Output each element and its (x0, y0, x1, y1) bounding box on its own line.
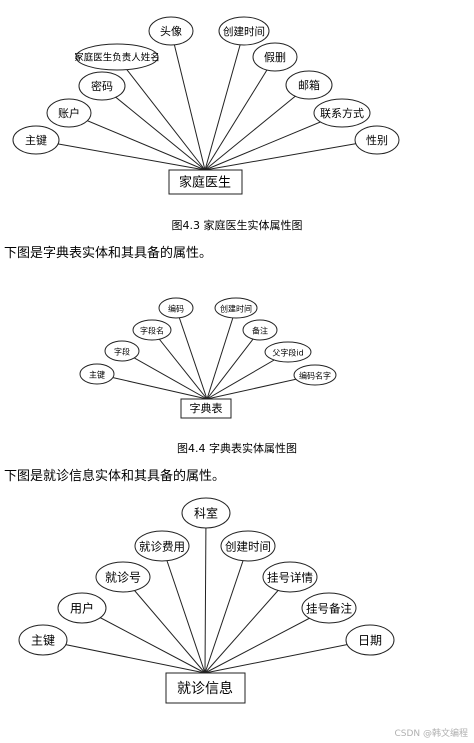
edge-line (122, 576, 206, 674)
edge-line (170, 30, 206, 171)
attribute-label: 账户 (58, 106, 80, 120)
attribute-label: 邮箱 (298, 78, 320, 92)
edge-line (204, 576, 291, 674)
attribute-node: 创建时间 (220, 530, 276, 562)
attribute-label: 主键 (25, 133, 47, 147)
attribute-node: 字段 (104, 340, 140, 362)
edge-line (206, 307, 237, 400)
attribute-node: 性别 (354, 125, 400, 155)
edge-line (204, 139, 378, 171)
attribute-label: 密码 (91, 79, 113, 93)
er-diagram-family-doctor: 主键 账户 密码 家庭医生负责人姓名 头像 创建时间 假删 邮箱 联系方式 性别… (12, 16, 400, 195)
attribute-label: 主键 (31, 634, 55, 648)
watermark: CSDN @韩文编程 (394, 729, 468, 739)
edge-line (204, 112, 343, 171)
body-paragraph: 下图是字典表实体和其具备的属性。 (4, 246, 213, 261)
edge-line (204, 84, 310, 171)
attribute-node: 密码 (78, 71, 126, 101)
attribute-label: 联系方式 (320, 106, 364, 120)
attribute-label: 创建时间 (220, 304, 252, 314)
attribute-node: 主键 (18, 624, 68, 656)
attribute-node: 账户 (46, 98, 92, 128)
attribute-label: 父字段id (272, 348, 303, 358)
attribute-node: 编码 (158, 297, 194, 319)
attribute-label: 编码 (168, 304, 184, 314)
figure-caption: 图4.3 家庭医生实体属性图 (171, 219, 303, 232)
figure-caption: 图4.4 字典表实体属性图 (177, 442, 297, 455)
body-paragraph: 下图是就诊信息实体和其具备的属性。 (4, 469, 226, 484)
edge-line (204, 639, 371, 674)
entity-label: 家庭医生 (179, 175, 231, 191)
attribute-label: 性别 (366, 133, 388, 147)
attribute-node: 挂号备注 (301, 592, 357, 624)
attribute-label: 挂号备注 (306, 602, 352, 616)
attribute-label: 假删 (264, 50, 286, 64)
edge-line (121, 350, 208, 400)
entity-label: 就诊信息 (177, 680, 233, 697)
attribute-node: 字段名 (132, 319, 172, 341)
edge-line (116, 56, 206, 171)
attribute-label: 就诊号 (105, 571, 141, 585)
er-diagram-visit-info: 主键 用户 就诊号 就诊费用 科室 创建时间 挂号详情 挂号备注 日期 就诊信息 (18, 497, 395, 704)
edge-line (101, 85, 206, 171)
attribute-label: 家庭医生负责人姓名 (74, 52, 160, 64)
edge-line (204, 30, 245, 171)
attribute-node: 日期 (345, 624, 395, 656)
attribute-label: 科室 (194, 506, 218, 521)
attribute-label: 创建时间 (225, 540, 271, 554)
attribute-label: 字段 (114, 347, 130, 357)
attribute-node: 家庭医生负责人姓名 (74, 43, 160, 71)
edge-line (96, 373, 208, 400)
entity-label: 字典表 (190, 401, 223, 415)
attribute-label: 用户 (70, 601, 94, 616)
attribute-node: 挂号详情 (262, 561, 318, 593)
attribute-node: 创建时间 (214, 297, 258, 319)
er-diagram-dictionary: 主键 字段 字段名 编码 创建时间 备注 父字段id 编码名字 字典表 (79, 297, 337, 419)
entity-box: 字典表 (180, 398, 232, 419)
edge-line (68, 112, 206, 171)
edge-line (204, 56, 276, 171)
attribute-node: 创建时间 (218, 16, 270, 46)
attribute-label: 就诊费用 (139, 540, 185, 554)
attribute-node: 就诊费用 (134, 530, 190, 562)
attribute-node: 父字段id (264, 341, 312, 363)
edge-line (42, 639, 206, 674)
attribute-node: 编码名字 (293, 364, 337, 386)
entity-box: 就诊信息 (165, 672, 246, 704)
edge-line (204, 512, 207, 674)
attribute-node: 主键 (12, 125, 60, 155)
edge-line (161, 545, 206, 674)
edge-line (175, 307, 208, 400)
attribute-label: 主键 (89, 370, 105, 380)
attribute-node: 用户 (57, 592, 107, 624)
attribute-label: 字段名 (140, 326, 164, 336)
entity-box: 家庭医生 (168, 169, 243, 195)
attribute-node: 头像 (148, 16, 194, 46)
edge-line (204, 545, 249, 674)
attribute-label: 编码名字 (299, 371, 331, 381)
edge-line (206, 329, 261, 400)
attribute-label: 挂号详情 (267, 571, 313, 585)
attribute-node: 备注 (242, 319, 278, 341)
attribute-node: 假删 (252, 42, 298, 72)
attribute-label: 头像 (160, 25, 182, 38)
edge-line (204, 607, 330, 674)
attribute-node: 科室 (181, 497, 231, 529)
attribute-node: 邮箱 (285, 70, 333, 100)
attribute-label: 日期 (358, 634, 382, 648)
attribute-node: 联系方式 (313, 98, 371, 128)
edge-line (81, 607, 206, 674)
edge-line (35, 139, 206, 171)
attribute-label: 创建时间 (223, 25, 265, 38)
attribute-node: 主键 (79, 363, 115, 385)
edge-line (151, 329, 208, 400)
attribute-label: 备注 (252, 326, 268, 336)
attribute-node: 就诊号 (95, 561, 151, 593)
